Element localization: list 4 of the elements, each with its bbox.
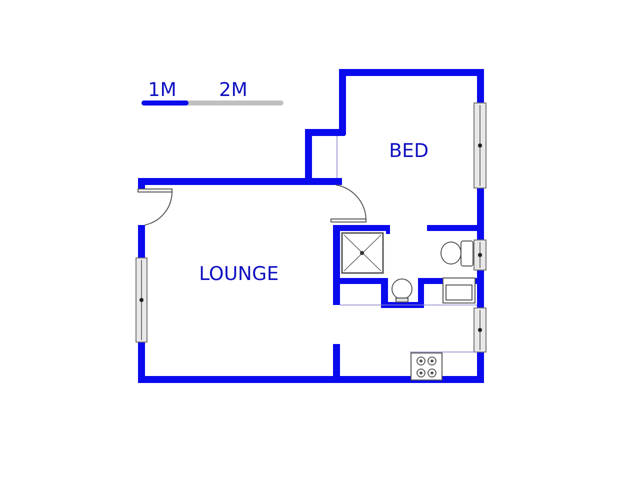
scale-label: 2M: [219, 81, 248, 100]
scale-label: 1M: [148, 81, 176, 100]
room-label: LOUNGE: [199, 265, 279, 284]
room-label: BED: [389, 142, 429, 161]
